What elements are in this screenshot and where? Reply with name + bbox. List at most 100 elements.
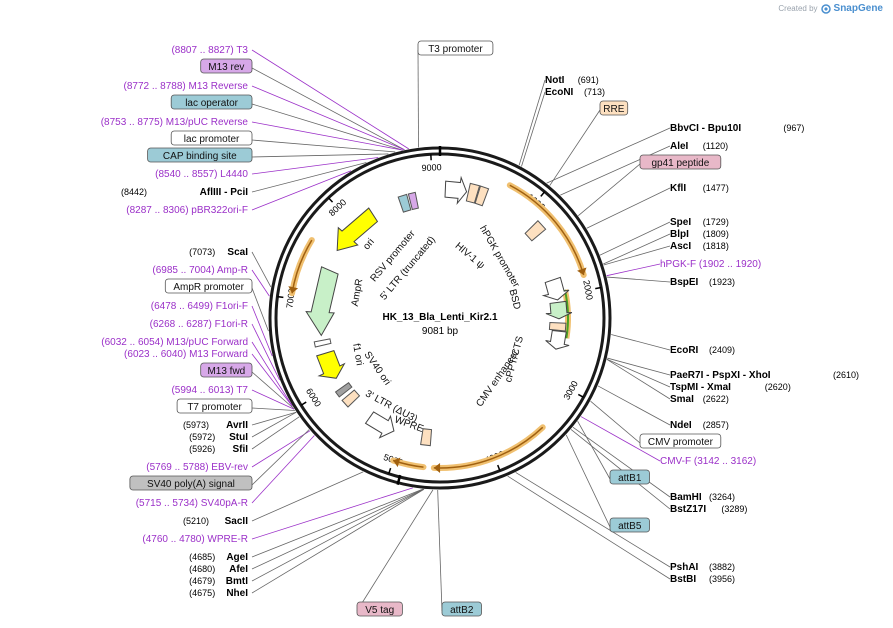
feature-label-f1: f1 ori	[350, 343, 365, 367]
feature-box-label: M13 rev	[208, 62, 244, 73]
feature-box-label: attB5	[618, 521, 642, 532]
feature-label-hiv: HIV-1 ψ	[453, 241, 487, 272]
primer-label: (8753 .. 8775) M13/pUC Reverse	[101, 117, 249, 128]
orf-arrowhead	[433, 463, 441, 473]
leader-line	[603, 233, 671, 265]
feature-box-label: AmpR promoter	[173, 282, 244, 293]
tick-label: 2000	[581, 279, 595, 301]
enzyme-name: NdeI	[670, 420, 692, 431]
feature-box	[170, 130, 253, 146]
leader-line	[606, 358, 671, 388]
feature-box-label: T3 promoter	[428, 44, 483, 55]
leader-line	[251, 488, 424, 570]
leader-line	[251, 488, 424, 582]
leader-line	[251, 471, 364, 522]
enzyme-name: BstZ17I	[670, 504, 706, 515]
leader-line	[606, 359, 671, 400]
origin-tick	[396, 474, 402, 486]
leader-line	[606, 263, 661, 277]
enzyme-name: AscI	[670, 241, 691, 252]
feature-box	[609, 517, 650, 533]
feature-box-label: attB1	[618, 473, 642, 484]
enzyme-name: PshAI	[670, 562, 699, 573]
leader-line	[251, 416, 300, 450]
rre-block	[524, 220, 547, 242]
feature-box-label: SV40 poly(A) signal	[147, 479, 235, 490]
enzyme-position: (967)	[783, 123, 804, 133]
rsv-promoter-arrow	[444, 175, 468, 206]
enzyme-name: SfiI	[232, 444, 248, 455]
enzyme-position: (7073)	[189, 247, 215, 257]
leader-line	[578, 163, 641, 217]
leader-line	[603, 245, 671, 266]
leader-line	[251, 430, 311, 468]
primer-label: hPGK-F (1902 .. 1920)	[660, 259, 761, 270]
orf-glow	[430, 424, 546, 471]
feature-box-label: lac promoter	[184, 134, 240, 145]
enzyme-name: BspEI	[670, 277, 699, 288]
feature-label-ori: ori	[361, 237, 377, 253]
orf-glow	[289, 237, 315, 297]
leader-line	[251, 269, 270, 297]
enzyme-name: AgeI	[226, 552, 248, 563]
leader-line	[251, 162, 367, 193]
tick-label: 6000	[304, 386, 323, 408]
tick-line	[577, 393, 584, 398]
leader-line	[546, 127, 671, 184]
enzyme-name: AflIII - PciI	[200, 187, 249, 198]
enzyme-position: (1120)	[703, 141, 728, 151]
primer-label: (6023 .. 6040) M13 Forward	[124, 349, 248, 360]
primer-label: (6478 .. 6499) F1ori-F	[151, 301, 248, 312]
feature-box-label: CAP binding site	[163, 151, 237, 162]
leader-line	[251, 153, 389, 158]
leader-line	[251, 157, 379, 175]
leader-line	[251, 407, 296, 411]
tick-label: 3000	[562, 379, 580, 401]
enzyme-position: (4680)	[189, 564, 215, 574]
feature-box-label: T7 promoter	[187, 402, 242, 413]
primer-label: (4760 .. 4780) WPRE-R	[142, 534, 248, 545]
leader-line	[599, 221, 671, 256]
enzyme-name: StuI	[229, 432, 248, 443]
enzyme-position: (2610)	[833, 370, 859, 380]
enzyme-position: (5973)	[183, 420, 209, 430]
site-labels: (8807 .. 8827) T3 M13 rev (8772 .. 8788) M…	[101, 40, 859, 617]
primer-label: CMV-F (3142 .. 3162)	[660, 456, 756, 467]
leader-line	[251, 305, 273, 357]
enzyme-position: (1809)	[703, 229, 729, 239]
feature-box	[200, 58, 253, 74]
ltr3-block	[341, 389, 361, 408]
bsd-arrow	[545, 300, 573, 320]
enzyme-name: KflI	[670, 183, 686, 194]
leader-line	[251, 411, 297, 426]
enzyme-name: EcoNI	[545, 87, 574, 98]
feature-box	[599, 100, 629, 116]
leader-line	[560, 145, 671, 196]
enzyme-name: ScaI	[227, 247, 248, 258]
tick-line	[540, 191, 546, 197]
enzyme-name: BamHI	[670, 492, 702, 503]
feature-box	[356, 601, 403, 617]
feature-box-label: CMV promoter	[648, 437, 714, 448]
leader-line	[607, 276, 671, 283]
leader-line	[251, 429, 310, 486]
enzyme-position: (713)	[584, 87, 605, 97]
primer-label: (8807 .. 8827) T3	[171, 45, 248, 56]
leader-line	[251, 170, 352, 211]
tick-label: 9000	[421, 162, 442, 173]
leader-line	[515, 472, 671, 568]
orf-arrowhead	[288, 286, 299, 294]
feature-box	[147, 147, 253, 163]
leader-line	[251, 371, 294, 409]
enzyme-position: (2857)	[703, 420, 729, 430]
leader-line	[251, 67, 405, 151]
primer-label: (6985 .. 7004) Amp-R	[152, 265, 248, 276]
primer-label: (8772 .. 8788) M13 Reverse	[123, 81, 248, 92]
leader-line	[251, 435, 315, 504]
enzyme-position: (4675)	[189, 588, 215, 598]
leader-line	[586, 187, 671, 229]
leader-line	[521, 91, 546, 167]
enzyme-position: (3289)	[721, 504, 747, 514]
leader-line	[565, 434, 611, 528]
